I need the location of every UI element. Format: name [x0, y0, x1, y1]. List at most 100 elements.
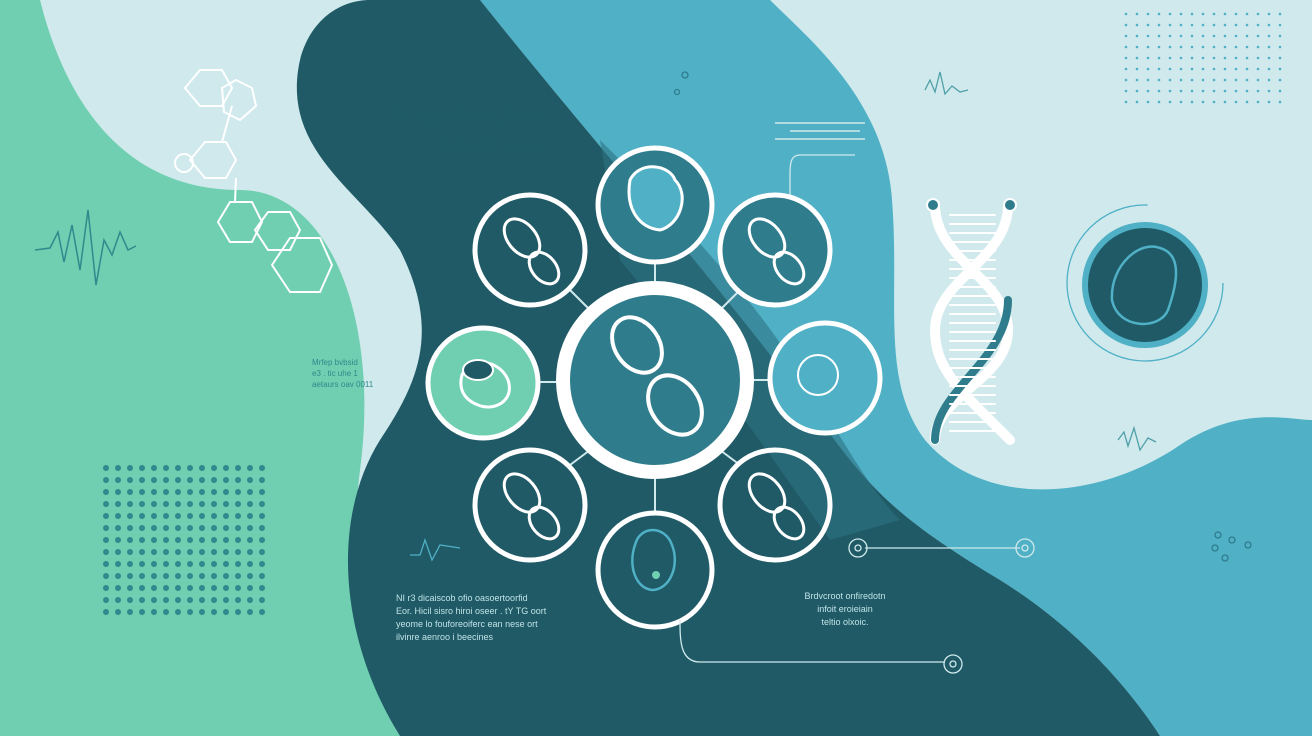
dot	[1267, 89, 1271, 93]
dot	[127, 609, 133, 615]
dot	[1190, 56, 1194, 60]
dot	[1223, 56, 1227, 60]
dot	[175, 465, 181, 471]
cell-shape-top	[627, 165, 684, 232]
dot	[1179, 23, 1183, 27]
dot	[139, 573, 145, 579]
dot	[235, 585, 241, 591]
cell-icon-right	[767, 320, 883, 436]
dot	[187, 489, 193, 495]
dot	[139, 549, 145, 555]
dot	[163, 585, 169, 591]
dot	[1124, 89, 1128, 93]
dot	[1135, 89, 1139, 93]
dot	[151, 573, 157, 579]
dot	[1234, 100, 1238, 104]
dot	[1190, 100, 1194, 104]
dot	[151, 609, 157, 615]
dot	[1135, 34, 1139, 38]
dot	[175, 525, 181, 531]
dot	[115, 585, 121, 591]
dot	[199, 537, 205, 543]
dot	[211, 549, 217, 555]
caption-line: teltio olxoic.	[821, 617, 869, 627]
dot	[1190, 67, 1194, 71]
dot	[1146, 89, 1150, 93]
dot	[1179, 67, 1183, 71]
dot	[211, 609, 217, 615]
title-line-2: Medicine	[441, 133, 542, 161]
dot	[1146, 45, 1150, 49]
dot	[1168, 23, 1172, 27]
hexagon-molecule-icon	[174, 69, 334, 293]
dot	[187, 573, 193, 579]
dot	[1267, 45, 1271, 49]
dot	[1201, 100, 1205, 104]
dot	[1157, 56, 1161, 60]
dot	[163, 525, 169, 531]
dot	[163, 597, 169, 603]
dot	[127, 561, 133, 567]
dot	[1201, 23, 1205, 27]
cell-shape-right	[797, 354, 839, 396]
dot	[163, 561, 169, 567]
dot	[1256, 78, 1260, 82]
dot	[1190, 12, 1194, 16]
dot	[235, 573, 241, 579]
stem-cell-icon-bottom	[595, 510, 715, 630]
dot	[1234, 45, 1238, 49]
dot	[247, 561, 253, 567]
dot	[1234, 67, 1238, 71]
dot	[1157, 78, 1161, 82]
dot	[127, 489, 133, 495]
mint-region	[0, 0, 400, 736]
dot	[199, 465, 205, 471]
caption-line: NI r3 dicaiscob ofio oasoertoorfid	[396, 593, 528, 603]
double-helix-icon	[926, 198, 1017, 445]
dot	[1201, 34, 1205, 38]
dot	[163, 501, 169, 507]
dot	[223, 477, 229, 483]
dot	[139, 477, 145, 483]
dot	[211, 561, 217, 567]
dot	[1201, 78, 1205, 82]
dot	[103, 585, 109, 591]
dot	[187, 477, 193, 483]
dot	[1168, 78, 1172, 82]
dot	[1245, 12, 1249, 16]
dot	[259, 549, 265, 555]
dot	[235, 525, 241, 531]
dot	[1245, 56, 1249, 60]
dot-grid-left	[103, 465, 265, 615]
dot	[115, 501, 121, 507]
dot	[223, 549, 229, 555]
dot	[1234, 12, 1238, 16]
dot	[1223, 78, 1227, 82]
dot	[211, 501, 217, 507]
dot	[1234, 23, 1238, 27]
dot	[151, 549, 157, 555]
dot	[1267, 12, 1271, 16]
dot	[175, 561, 181, 567]
dot	[235, 489, 241, 495]
dot	[103, 525, 109, 531]
dot	[151, 489, 157, 495]
dot	[1223, 89, 1227, 93]
dot-grid-right	[1124, 12, 1282, 104]
dot	[187, 501, 193, 507]
dot	[1124, 45, 1128, 49]
dot	[115, 477, 121, 483]
dot	[103, 573, 109, 579]
dot	[1234, 89, 1238, 93]
dot	[259, 477, 265, 483]
dot	[199, 597, 205, 603]
dot	[1168, 89, 1172, 93]
waveform-icon-bottom	[410, 537, 461, 562]
dot	[1245, 100, 1249, 104]
dot	[163, 465, 169, 471]
dot	[235, 609, 241, 615]
dot	[1267, 78, 1271, 82]
dot	[247, 525, 253, 531]
dot	[1223, 34, 1227, 38]
dot	[115, 549, 121, 555]
